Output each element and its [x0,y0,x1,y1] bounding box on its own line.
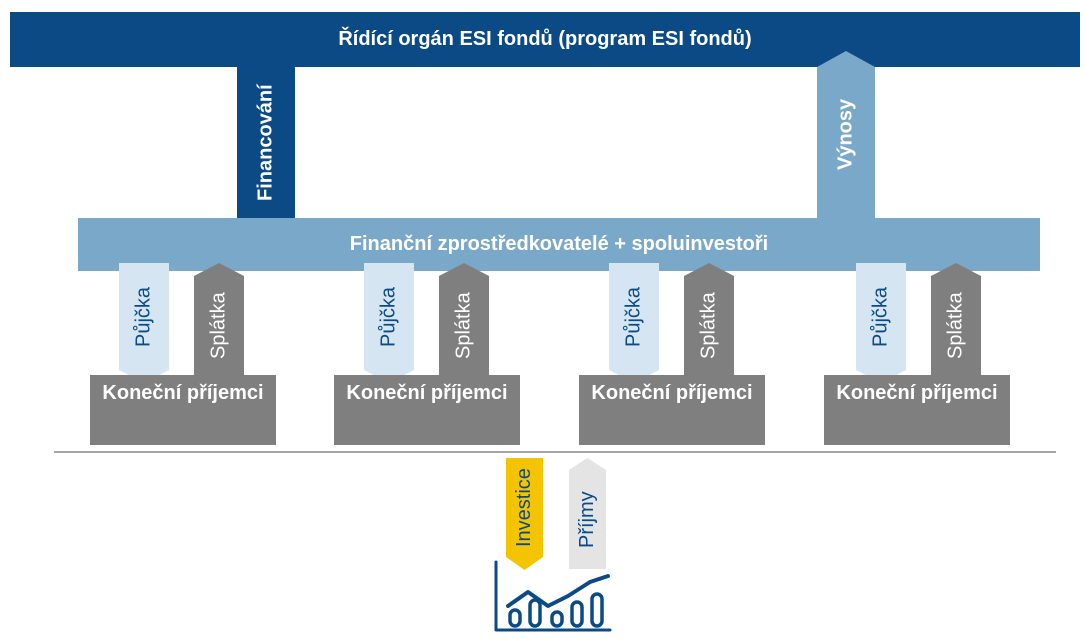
final-recipients-box: Koneční příjemci [824,375,1010,445]
final-recipients-box: Koneční příjemci [579,375,765,445]
final-recipients-label: Koneční příjemci [591,382,753,404]
managing-authority-bar: Řídící orgán ESI fondů (program ESI fond… [10,12,1080,67]
income-label: Příjmy [576,491,598,548]
final-recipients-label: Koneční příjemci [346,382,508,404]
final-recipients-box-bg [334,375,520,445]
financing-arrow: Financování [237,67,295,234]
final-recipients-box: Koneční příjemci [334,375,520,445]
loan-label: Půjčka [132,286,155,347]
income-arrow: Příjmy [569,458,606,569]
repayment-arrow: Splátka [931,263,981,375]
final-recipients-box: Koneční příjemci [90,375,276,445]
returns-arrow: Výnosy [817,51,875,219]
final-recipients-label: Koneční příjemci [102,382,264,404]
repayment-label: Splátka [697,292,720,359]
loan-label: Půjčka [622,286,645,347]
loan-label: Půjčka [869,286,892,347]
financial-intermediaries-bar: Finanční zprostředkovatelé + spoluinvest… [78,218,1040,271]
loan-label: Půjčka [377,286,400,347]
loan-arrow: Půjčka [364,263,414,383]
repayment-arrow: Splátka [684,263,734,375]
returns-label: Výnosy [834,98,857,170]
divider-line [54,451,1056,453]
final-recipients-label: Koneční příjemci [836,382,998,404]
repayment-arrow: Splátka [194,263,244,375]
repayment-label: Splátka [944,292,967,359]
final-recipients-box-bg [824,375,1010,445]
investment-label: Investice [513,468,535,547]
loan-arrow: Půjčka [856,263,906,383]
managing-authority-label: Řídící orgán ESI fondů (program ESI fond… [338,28,752,50]
final-recipients-box-bg [579,375,765,445]
financial-intermediaries-label: Finanční zprostředkovatelé + spoluinvest… [349,233,769,255]
final-recipients-box-bg [90,375,276,445]
loan-arrow: Půjčka [609,263,659,383]
investment-arrow: Investice [506,458,543,570]
bar-chart-growth-icon [488,560,614,634]
repayment-arrow: Splátka [439,263,489,375]
repayment-label: Splátka [452,292,475,359]
loan-arrow: Půjčka [119,263,169,383]
repayment-label: Splátka [207,292,230,359]
financing-label: Financování [254,84,277,201]
